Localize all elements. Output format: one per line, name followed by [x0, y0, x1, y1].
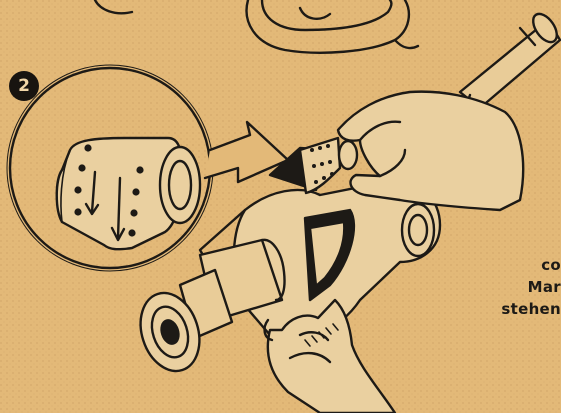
instruction-caption: co Mar stehen [501, 254, 561, 320]
film-in-slot [298, 136, 342, 195]
caption-line-3: stehen [501, 300, 561, 318]
previous-step-drawing [93, 0, 420, 54]
sprocket-holes [74, 144, 144, 237]
step-number-badge: 2 [9, 71, 39, 101]
caption-line-1: co [541, 256, 561, 274]
scale-ticks [304, 323, 339, 347]
caption-line-2: Mar [527, 278, 561, 296]
film-roll [158, 145, 202, 225]
zoom-callout [6, 64, 290, 272]
viewer-device [139, 12, 561, 373]
hand-upper [336, 90, 525, 212]
direction-arrows [84, 170, 126, 242]
hand-lower [263, 298, 397, 413]
